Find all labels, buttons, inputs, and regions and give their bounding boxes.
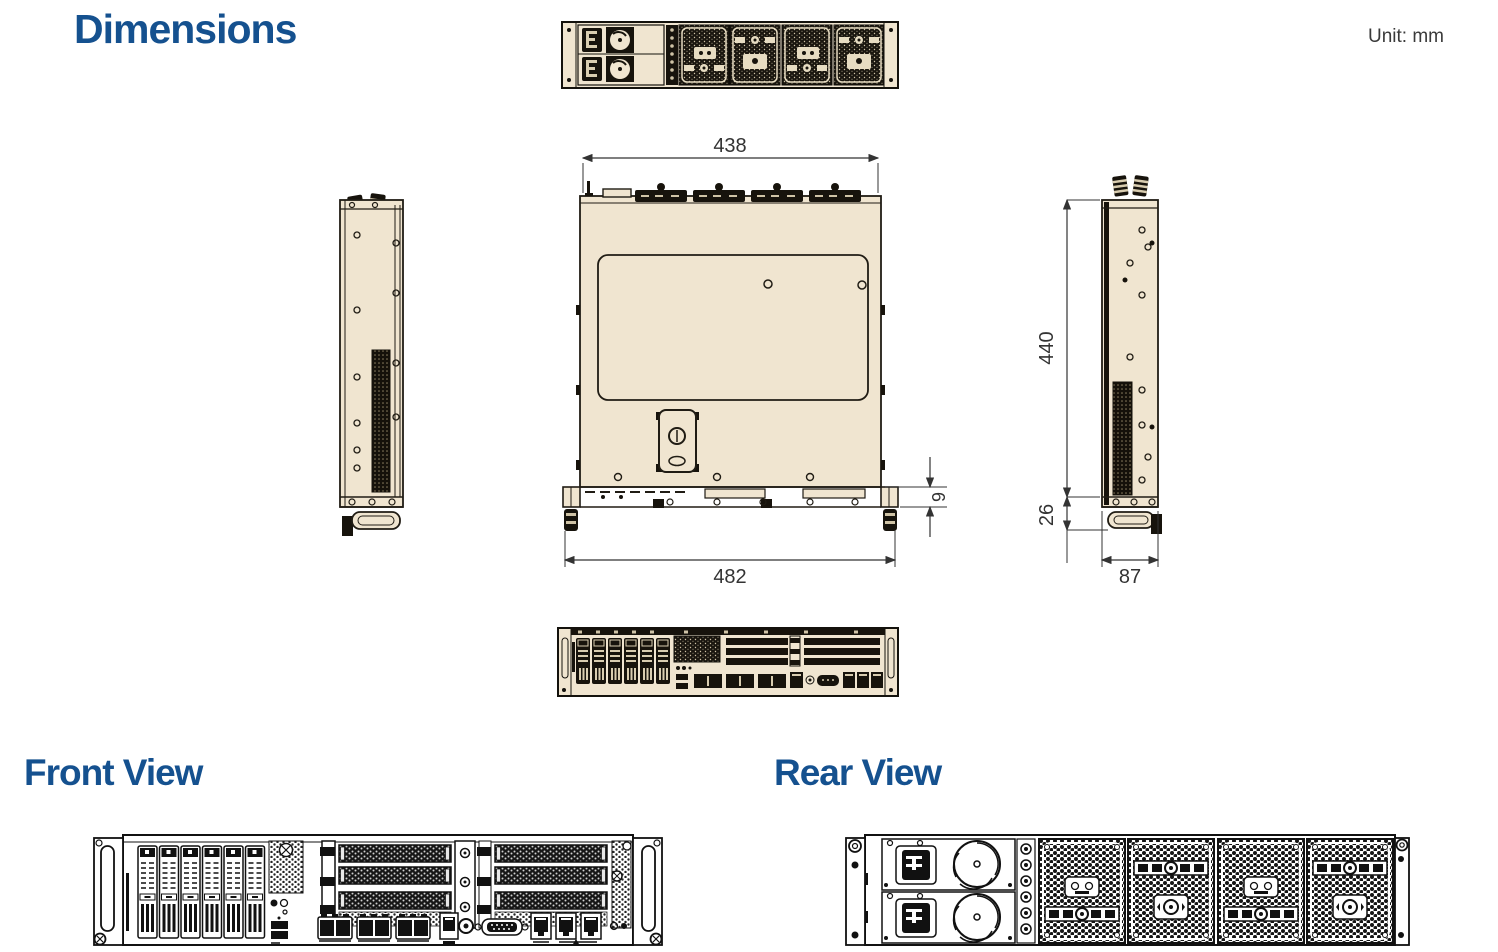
rear-connector-column <box>1016 838 1036 944</box>
mini-slots <box>726 635 880 667</box>
unit-label: Unit: mm <box>1368 26 1444 47</box>
rear-top-strip-drawing <box>561 21 899 89</box>
sfp-cages <box>317 913 431 942</box>
rear-view-heading: Rear View <box>774 752 942 793</box>
front-view-heading: Front View <box>24 752 203 793</box>
mini-fan-modules <box>678 24 885 86</box>
rear-right-ear <box>1394 837 1410 946</box>
top-rear-connectors <box>635 183 861 202</box>
front-view-drawing <box>93 834 663 946</box>
side-vent <box>1112 381 1133 496</box>
left-rack-ear <box>93 837 124 946</box>
left-side-view-drawing <box>339 193 404 536</box>
right-rack-ear <box>632 837 663 946</box>
usb-ports <box>271 921 288 929</box>
side-screws <box>353 231 400 472</box>
front-vent-right <box>611 840 632 929</box>
dim-482-label: 482 <box>713 566 746 588</box>
vga-port <box>474 918 529 936</box>
dim-26-label: 26 <box>1036 504 1058 526</box>
lan-ports <box>530 912 602 944</box>
rear-left-ear <box>845 837 868 946</box>
dim-87-label: 87 <box>1119 566 1141 588</box>
mini-psu-block <box>577 24 665 86</box>
side-vent <box>371 349 391 493</box>
page-title: Dimensions <box>74 6 297 52</box>
front-bottom-strip-drawing <box>557 627 899 697</box>
right-side-view-drawing: 440 26 87 <box>1036 175 1162 588</box>
mgmt-port <box>439 912 459 944</box>
rear-view-drawing <box>845 834 1410 946</box>
mini-drive-bays <box>576 638 670 684</box>
dim-9-label: 9 <box>929 492 949 502</box>
top-cover-latch <box>656 409 699 473</box>
dim-440-label: 440 <box>1036 331 1058 364</box>
top-view-drawing: 438 <box>562 135 949 588</box>
mini-ports <box>694 672 883 688</box>
dim-438-label: 438 <box>713 135 746 157</box>
